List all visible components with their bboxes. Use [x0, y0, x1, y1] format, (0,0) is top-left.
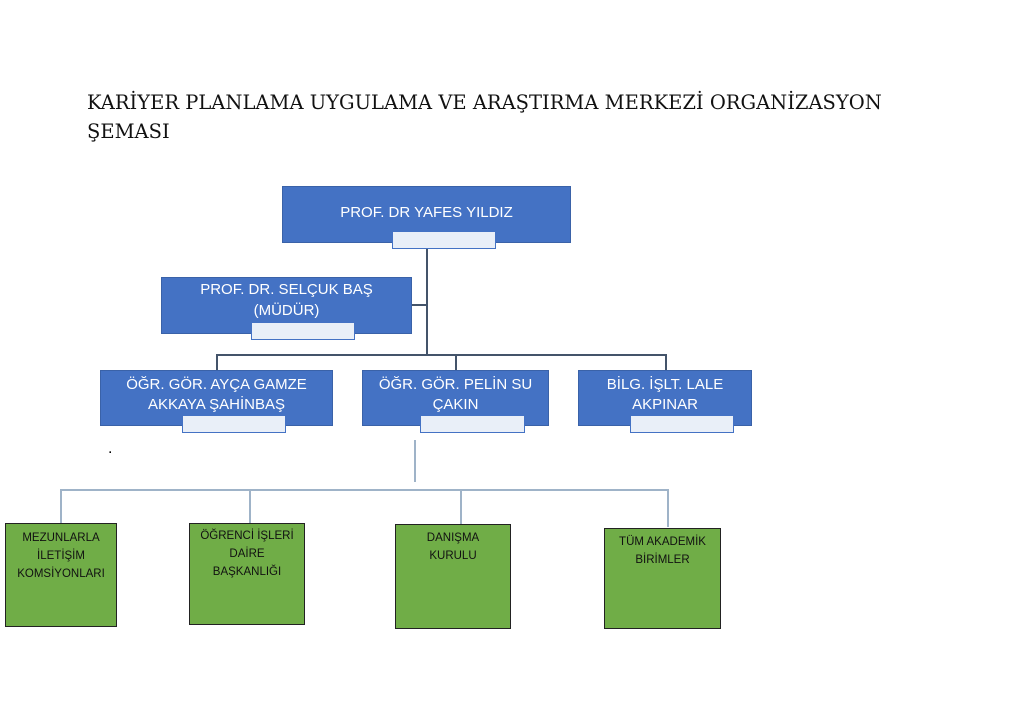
org-box-subtitle	[420, 415, 525, 433]
staff-name-line: BİLG. İŞLT. LALE	[606, 376, 724, 393]
unit-label: BAŞKANLIĞI	[212, 566, 282, 578]
unit-label: DANIŞMA	[426, 532, 480, 544]
connector	[455, 354, 457, 370]
staff-name-line: ÖĞR. GÖR. AYÇA GAMZE	[126, 376, 307, 393]
connector	[414, 440, 416, 482]
staff-name-line: ÇAKIN	[432, 396, 479, 413]
connector	[426, 249, 428, 355]
unit-label: ÖĞRENCİ İŞLERİ	[200, 530, 294, 542]
staff-name-line: ÖĞR. GÖR. PELİN SU	[378, 376, 533, 393]
connector	[411, 304, 427, 306]
director-name: PROF. DR. SELÇUK BAŞ	[200, 281, 373, 298]
connector	[460, 489, 462, 524]
unit-label: İLETİŞİM	[37, 550, 85, 562]
connector	[249, 489, 251, 523]
connector	[60, 489, 62, 523]
connector	[216, 354, 218, 370]
org-box-subtitle	[630, 415, 734, 433]
unit-label: MEZUNLARLA	[22, 532, 100, 544]
connector	[216, 354, 666, 356]
page-title: KARİYER PLANLAMA UYGULAMA VE ARAŞTIRMA M…	[87, 91, 882, 143]
staff-name-line: AKPINAR	[632, 396, 698, 413]
connector	[667, 489, 669, 527]
staff-name-line: AKKAYA ŞAHİNBAŞ	[148, 396, 285, 413]
director-role: (MÜDÜR)	[253, 302, 320, 319]
head-name: PROF. DR YAFES YILDIZ	[340, 204, 513, 221]
unit-label: TÜM AKADEMİK	[619, 536, 706, 548]
unit-label: KOMSİYONLARI	[17, 568, 105, 580]
unit-label: BİRİMLER	[635, 554, 690, 566]
unit-box: TÜM AKADEMİK BİRİMLER	[604, 528, 721, 629]
unit-box: ÖĞRENCİ İŞLERİ DAİRE BAŞKANLIĞI	[189, 523, 305, 625]
unit-label: KURULU	[429, 550, 477, 562]
stray-dot: .	[108, 440, 113, 457]
unit-box: MEZUNLARLA İLETİŞİM KOMSİYONLARI	[5, 523, 117, 627]
connector	[665, 354, 667, 370]
connector	[60, 489, 668, 491]
org-box-subtitle	[392, 231, 496, 249]
unit-box: DANIŞMA KURULU	[395, 524, 511, 629]
unit-label: DAİRE	[229, 548, 265, 560]
org-box-subtitle	[251, 322, 355, 340]
org-box-subtitle	[182, 415, 286, 433]
